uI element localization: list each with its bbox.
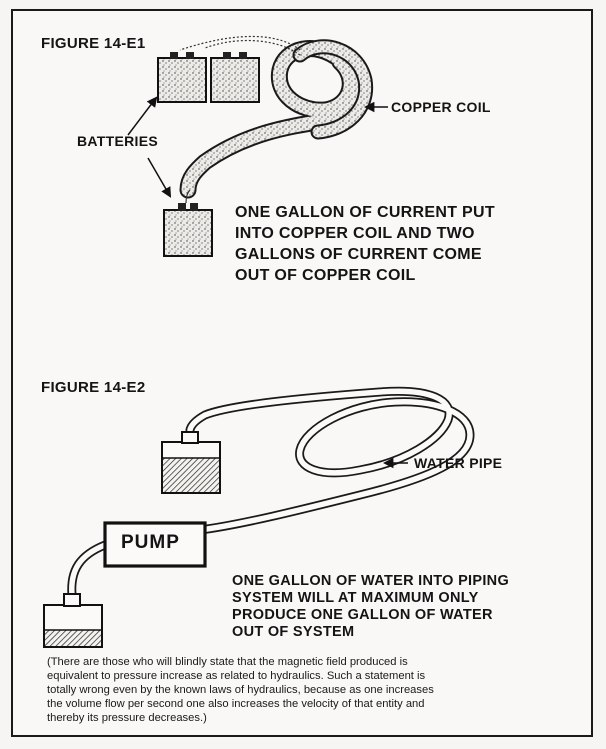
battery-top-right bbox=[210, 52, 260, 103]
pump-box bbox=[103, 521, 207, 568]
figure-1-title: FIGURE 14-E1 bbox=[41, 35, 146, 52]
figure-caption: (There are those who will blindly state … bbox=[47, 656, 434, 724]
water-tank-bottom bbox=[43, 593, 103, 648]
water-pipe bbox=[67, 386, 475, 600]
figure-1-statement: ONE GALLON OF CURRENT PUT INTO COPPER CO… bbox=[235, 204, 495, 284]
figure-2-statement: ONE GALLON OF WATER INTO PIPING SYSTEM W… bbox=[232, 573, 510, 640]
copper-coil-label: COPPER COIL bbox=[391, 99, 491, 115]
batteries-arrow-bottom bbox=[147, 157, 172, 198]
battery-bottom bbox=[163, 189, 213, 257]
water-tank-top bbox=[161, 431, 221, 494]
batteries-label: BATTERIES bbox=[77, 133, 158, 149]
battery-top-left bbox=[157, 52, 207, 103]
water-pipe-label: WATER PIPE bbox=[414, 455, 503, 471]
figure-2-title: FIGURE 14-E2 bbox=[41, 379, 146, 396]
batteries-arrow-top bbox=[127, 96, 158, 136]
pump-label: PUMP bbox=[121, 532, 180, 553]
copper-coil bbox=[179, 35, 374, 199]
